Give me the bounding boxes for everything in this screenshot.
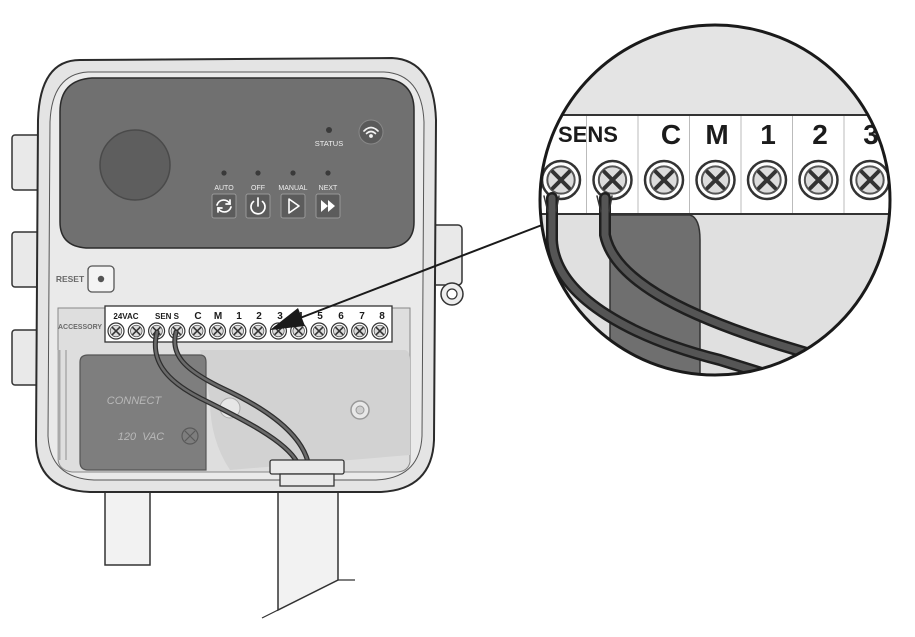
dial-recess (99, 129, 171, 201)
zoom-label-1: C (661, 119, 681, 150)
zoom-screw-2[interactable] (592, 159, 633, 201)
terminal-label-5: 2 (256, 311, 262, 322)
zoom-screw-4[interactable] (695, 159, 736, 201)
wifi-button[interactable] (358, 119, 384, 145)
terminal-label-6: 3 (277, 311, 283, 322)
accessory-label: ACCESSORY (58, 324, 102, 331)
manual-label: MANUAL (278, 185, 307, 192)
cover-line-2: 120 VAC (118, 431, 165, 443)
terminal-label-4: 1 (236, 311, 242, 322)
button-auto[interactable]: AUTO (211, 170, 237, 219)
control-panel: STATUS AUTO OFF (59, 77, 415, 249)
auto-label: AUTO (214, 185, 234, 192)
off-label: OFF (251, 185, 265, 192)
button-manual[interactable]: MANUAL (278, 170, 308, 219)
terminal-screw-11[interactable] (310, 322, 328, 340)
terminal-screw-7[interactable] (229, 322, 247, 340)
terminal-label-8: 5 (317, 311, 323, 322)
terminal-label-2: C (194, 311, 201, 322)
zoom-label-2: M (705, 119, 728, 150)
terminal-screw-5[interactable] (188, 322, 206, 340)
arrow-head-icon (270, 308, 305, 330)
fast-forward-icon (321, 200, 335, 212)
sensor-wires (152, 329, 311, 465)
hinge-tabs (11, 134, 464, 386)
zoom-screw-3[interactable] (643, 159, 685, 201)
wifi-icon (363, 126, 379, 138)
terminal-screw-12[interactable] (330, 322, 348, 340)
wiring-compartment (57, 307, 411, 473)
terminal-screw-1[interactable] (107, 322, 125, 340)
status-label: STATUS (315, 139, 343, 148)
terminal-screw-8[interactable] (249, 322, 267, 340)
zoom-pointer (270, 224, 543, 330)
terminal-screw-6[interactable] (208, 322, 227, 340)
terminal-label-1: SEN S (155, 312, 180, 321)
power-icon (250, 197, 266, 215)
terminal-label-10: 7 (359, 311, 365, 322)
zoom-label-0: SENS (558, 122, 618, 147)
zoom-wires (543, 192, 836, 375)
terminal-label-11: 8 (379, 311, 385, 322)
refresh-icon (216, 199, 232, 213)
status-led (326, 127, 332, 133)
play-icon (288, 198, 300, 214)
terminal-screw-13[interactable] (351, 322, 369, 340)
cover-line-1: CONNECT (107, 395, 163, 407)
button-next[interactable]: NEXT (315, 170, 341, 219)
zoom-screw-5[interactable] (746, 159, 788, 201)
zoom-screw-1[interactable] (540, 159, 582, 201)
high-voltage-cover: CONNECT 120 VAC (79, 354, 207, 471)
terminal-screw-14[interactable] (371, 322, 389, 340)
reset-button[interactable] (87, 265, 115, 293)
zoom-label-3: 1 (760, 119, 776, 150)
mount-pipe (104, 485, 355, 619)
zoom-screw-6[interactable] (798, 159, 839, 201)
cable-grommet (269, 459, 345, 487)
reset-label: RESET (56, 274, 85, 284)
next-label: NEXT (319, 185, 338, 192)
terminal-label-9: 6 (338, 311, 344, 322)
terminal-screw-2[interactable] (127, 322, 145, 340)
terminal-label-3: M (214, 311, 222, 322)
reset-area: RESET (56, 265, 115, 293)
zoom-screw-7[interactable] (849, 159, 890, 201)
zoom-label-4: 2 (812, 119, 828, 150)
button-off[interactable]: OFF (245, 170, 271, 219)
terminal-label-0: 24VAC (113, 312, 138, 321)
